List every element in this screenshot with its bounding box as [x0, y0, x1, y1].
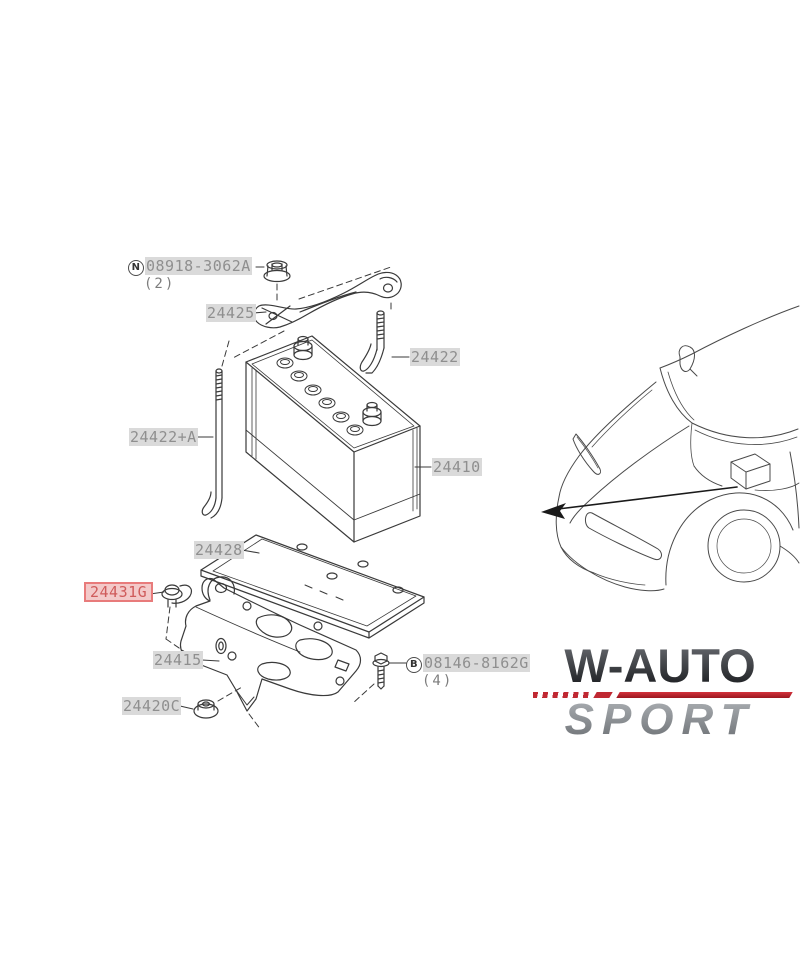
prefix-circle-N: N — [128, 260, 144, 276]
part-number: 24422+A — [129, 428, 198, 446]
w-auto-sport-logo: W-AUTO SPORT — [527, 642, 793, 742]
flange-nut-icon — [263, 260, 291, 283]
part-label-24415[interactable]: 24415 — [153, 651, 203, 669]
part-qty: (4) — [422, 673, 454, 689]
part-number: 24410 — [432, 458, 482, 476]
part-label-24428[interactable]: 24428 — [194, 541, 244, 559]
part-number: 24428 — [194, 541, 244, 559]
part-number: 24422 — [410, 348, 460, 366]
flange-nut-icon-lower — [193, 699, 219, 719]
logo-stripe-hatch — [533, 692, 589, 698]
part-number: 24431G — [90, 583, 148, 601]
part-qty: (2) — [144, 276, 176, 292]
battery-bracket-drawing — [179, 576, 362, 712]
part-label-24422A[interactable]: 24422+A — [129, 428, 198, 446]
part-label-24422[interactable]: 24422 — [410, 348, 460, 366]
part-number: 24415 — [153, 651, 203, 669]
prefix-circle-B: B — [406, 657, 422, 673]
arrow-icon — [541, 486, 738, 519]
logo-line1: W-AUTO — [527, 642, 793, 690]
battery-drawing — [245, 335, 421, 543]
leader-lines — [149, 266, 432, 710]
logo-stripe-bar — [616, 692, 793, 698]
part-number: 24420C — [122, 697, 182, 715]
clip-drawing — [161, 584, 192, 608]
battery-frame-drawing — [253, 271, 402, 329]
part-label-24425[interactable]: 24425 — [206, 304, 256, 322]
car-battery-location-box — [730, 453, 771, 490]
j-bolt-drawing — [359, 310, 385, 374]
car-drawing — [555, 305, 800, 592]
part-number: 08918-3062A — [145, 257, 252, 275]
part-number: 24425 — [206, 304, 256, 322]
hex-bolt-icon — [372, 652, 390, 690]
battery-terminal-posts — [293, 335, 382, 427]
logo-line2: SPORT — [527, 698, 793, 742]
logo-red-stripe — [533, 691, 793, 699]
part-number: 08146-8162G — [423, 654, 530, 672]
part-label-24410[interactable]: 24410 — [432, 458, 482, 476]
part-label-24420C[interactable]: 24420C — [122, 697, 182, 715]
part-label-24431G-highlighted[interactable]: 24431G — [84, 582, 154, 602]
rod-bolt-drawing — [201, 368, 223, 519]
